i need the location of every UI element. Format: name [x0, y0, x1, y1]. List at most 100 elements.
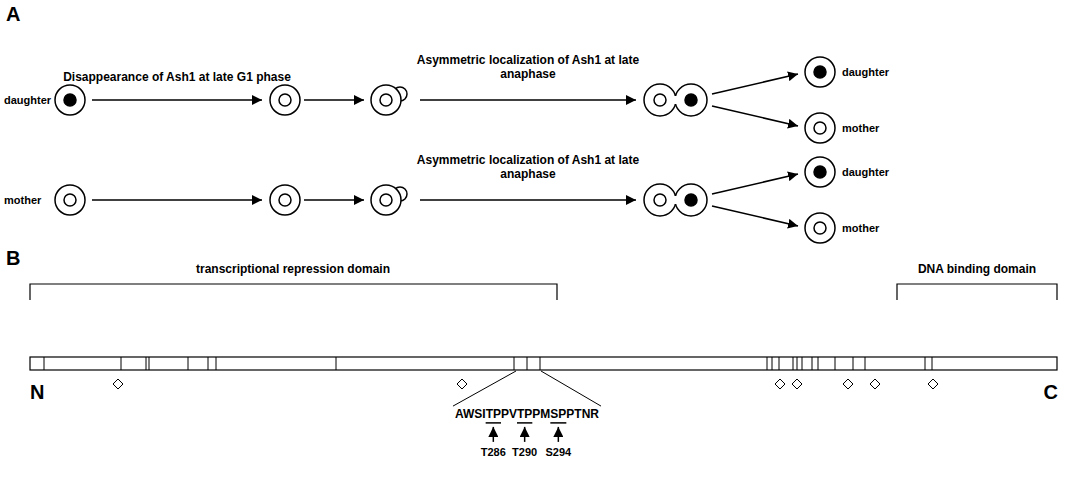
cell — [55, 185, 85, 215]
mother-cell — [644, 84, 676, 116]
domain-bracket — [30, 284, 557, 300]
cell — [805, 57, 835, 87]
residue-label: T286 — [481, 446, 506, 459]
line — [797, 357, 798, 370]
arrow — [92, 199, 262, 201]
nucleus — [814, 222, 826, 234]
panel-letter: B — [6, 247, 20, 270]
arrow-label: Asymmetric localization of Ash1 at late … — [416, 154, 641, 182]
arrow — [712, 74, 798, 94]
sequence: AWSITPPVTPPMSPPTNR — [455, 408, 599, 422]
nucleus — [380, 194, 392, 206]
line — [793, 357, 794, 370]
line — [188, 357, 189, 370]
line — [486, 422, 501, 424]
line — [818, 357, 819, 370]
phosphosite-diamond — [775, 379, 785, 389]
line — [932, 357, 933, 370]
nucleus — [64, 194, 76, 206]
line — [853, 357, 854, 370]
line — [779, 357, 780, 370]
nucleus — [814, 166, 826, 178]
nucleus — [380, 94, 392, 106]
line — [865, 357, 866, 370]
phosphosite-diamond — [928, 379, 938, 389]
terminus-label: C — [1044, 381, 1058, 404]
cell-label: daughter — [4, 94, 51, 107]
arrow — [524, 427, 526, 442]
arrow — [493, 427, 495, 442]
phosphosite-diamond — [457, 379, 467, 389]
phosphosite-diamond — [792, 379, 802, 389]
mother-cell — [644, 184, 676, 216]
line — [541, 371, 601, 406]
arrow-label: Asymmetric localization of Ash1 at late … — [416, 54, 641, 82]
line — [802, 357, 803, 370]
line — [540, 357, 541, 370]
phosphosite-diamond — [843, 379, 853, 389]
line — [925, 357, 926, 370]
arrow — [304, 99, 364, 101]
cell — [805, 113, 835, 143]
line — [812, 357, 813, 370]
phosphosite-diamond — [870, 379, 880, 389]
line — [767, 357, 768, 370]
nucleus — [64, 94, 76, 106]
line — [772, 357, 773, 370]
line — [336, 357, 337, 370]
protein-bar — [30, 357, 1057, 370]
residue-label: S294 — [545, 446, 571, 459]
cell — [55, 85, 85, 115]
daughter-cell — [675, 84, 707, 116]
arrow — [712, 174, 798, 194]
bud-neck — [673, 196, 678, 204]
nucleus — [654, 194, 666, 206]
residue-label: T290 — [512, 446, 537, 459]
panel-letter: A — [6, 3, 20, 26]
arrow-label: Disappearance of Ash1 at late G1 phase — [63, 71, 291, 85]
line — [149, 357, 150, 370]
domain-bracket — [897, 284, 1057, 300]
nucleus — [685, 194, 697, 206]
line — [44, 357, 45, 370]
domain-label: transcriptional repression domain — [196, 263, 390, 277]
terminus-label: N — [30, 381, 44, 404]
daughter-cell — [675, 184, 707, 216]
cell — [270, 85, 300, 115]
cell — [270, 185, 300, 215]
nucleus — [814, 122, 826, 134]
line — [216, 357, 217, 370]
arrow — [558, 427, 560, 442]
cell-label: mother — [842, 122, 879, 135]
cell-label: daughter — [842, 66, 889, 79]
nucleus — [814, 66, 826, 78]
arrow — [92, 99, 262, 101]
line — [453, 371, 516, 406]
line — [208, 357, 209, 370]
arrow — [712, 106, 798, 126]
nucleus — [685, 94, 697, 106]
arrow — [304, 199, 364, 201]
domain-label: DNA binding domain — [918, 263, 1036, 277]
line — [835, 357, 836, 370]
phosphosite-diamond — [113, 379, 123, 389]
bud-neck — [673, 96, 678, 104]
cell-label: daughter — [842, 166, 889, 179]
line — [527, 357, 528, 370]
arrow — [420, 99, 636, 101]
nucleus — [654, 94, 666, 106]
cell — [805, 157, 835, 187]
cell — [371, 85, 401, 115]
cell — [805, 213, 835, 243]
line — [146, 357, 147, 370]
cell-label: mother — [4, 194, 41, 207]
line — [517, 422, 532, 424]
nucleus — [279, 94, 291, 106]
arrow — [712, 206, 798, 226]
line — [121, 357, 122, 370]
cell-label: mother — [842, 222, 879, 235]
line — [550, 422, 566, 424]
nucleus — [279, 194, 291, 206]
arrow — [420, 199, 636, 201]
